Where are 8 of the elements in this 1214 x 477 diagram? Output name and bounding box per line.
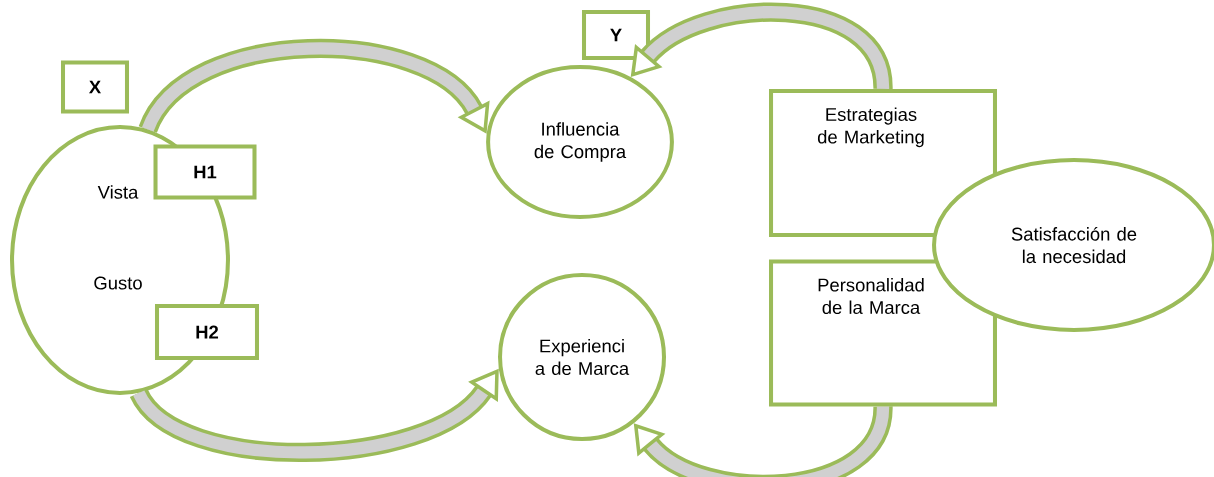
label-box: H1 [153, 144, 257, 200]
label-box: H2 [155, 304, 259, 360]
rectangle-box: Personalidad de la Marca [769, 259, 997, 407]
label-box: X [61, 60, 129, 114]
curved-arrow [139, 39, 490, 135]
rectangle-box: Estrategias de Marketing [769, 89, 997, 237]
label-box: Y [582, 10, 650, 60]
node-label: Satisfacción de la necesidad [1011, 226, 1137, 264]
